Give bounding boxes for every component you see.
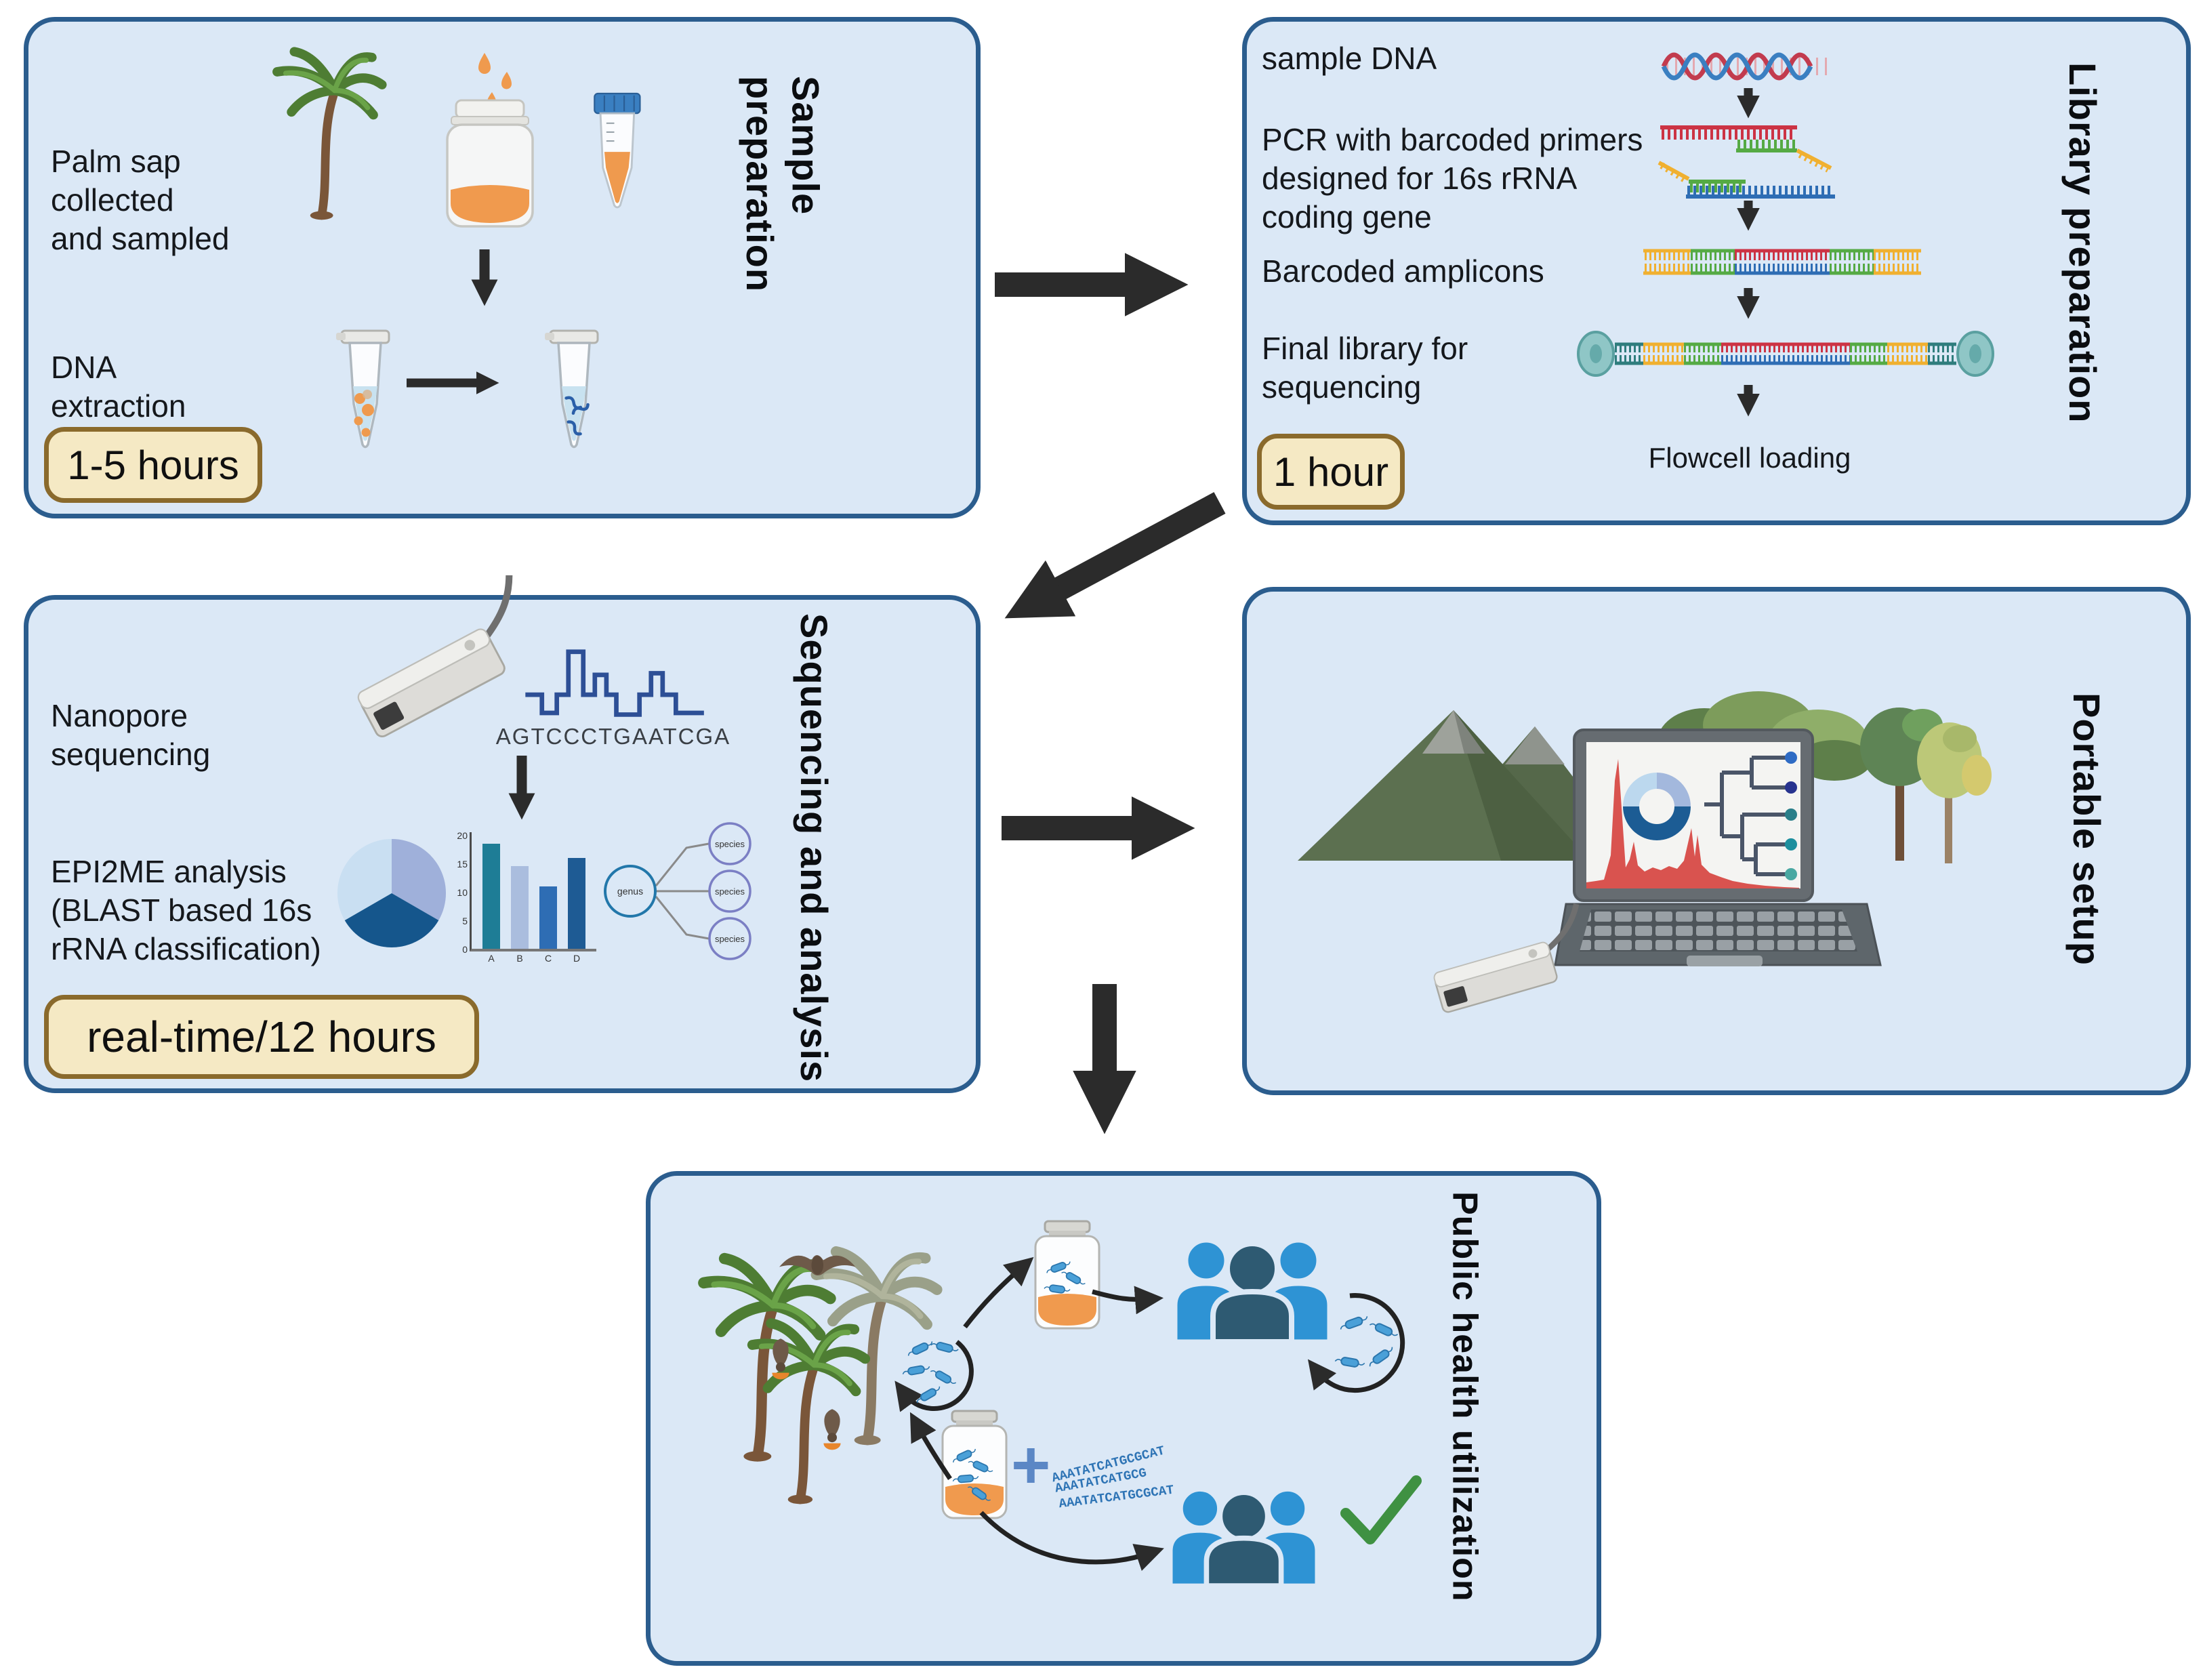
bar-category-label: A <box>488 953 495 964</box>
nanopore-sequencing-label: Nanopore sequencing <box>51 698 211 773</box>
panel-portable-setup <box>1242 587 2191 1095</box>
time-badge-sequencing: real-time/12 hours <box>44 995 479 1079</box>
title-sequencing-analysis: Sequencing and analysis <box>793 613 836 1083</box>
bar-A <box>482 844 500 949</box>
y-tick-label: 20 <box>457 830 468 841</box>
plus-sign: + <box>1011 1427 1051 1503</box>
title-sample-preparation: Sample preparation <box>739 76 827 293</box>
y-tick-label: 0 <box>462 944 468 955</box>
y-tick-label: 15 <box>457 859 468 869</box>
y-tick-label: 10 <box>457 887 468 898</box>
y-tick-label: 5 <box>462 916 468 926</box>
palm-sap-label: Palm sap collected and sampled <box>51 144 230 257</box>
barcoded-amplicons-label: Barcoded amplicons <box>1262 253 1544 289</box>
epi2me-label: EPI2ME analysis (BLAST based 16s rRNA cl… <box>51 854 321 967</box>
title-public-health: Public health utilization <box>1445 1191 1485 1602</box>
flowcell-loading-label: Flowcell loading <box>1648 442 1851 474</box>
sample-dna-label: sample DNA <box>1262 41 1437 76</box>
basecall-read-text: AGTCCCTGAATCGA <box>495 724 731 749</box>
bar-category-label: C <box>544 953 552 964</box>
abundance-bar-chart: A B C D 0 5 10 15 20 <box>457 830 596 964</box>
bar-category-label: B <box>516 953 523 964</box>
time-badge-sample-prep: 1-5 hours <box>44 427 262 503</box>
bar-B <box>511 866 529 949</box>
bar-C <box>539 886 557 949</box>
time-badge-library-prep: 1 hour <box>1257 434 1405 510</box>
pcr-label: PCR with barcoded primers designed for 1… <box>1262 122 1643 235</box>
title-library-preparation: Library preparation <box>2061 62 2105 424</box>
bar-category-label: D <box>573 953 581 964</box>
title-portable-setup: Portable setup <box>2065 693 2109 966</box>
arrow-library-to-sequencing <box>1004 492 1226 619</box>
dna-extraction-label: DNA extraction <box>51 350 186 424</box>
final-library-label: Final library for sequencing <box>1262 331 1468 405</box>
bar-D <box>568 858 585 949</box>
